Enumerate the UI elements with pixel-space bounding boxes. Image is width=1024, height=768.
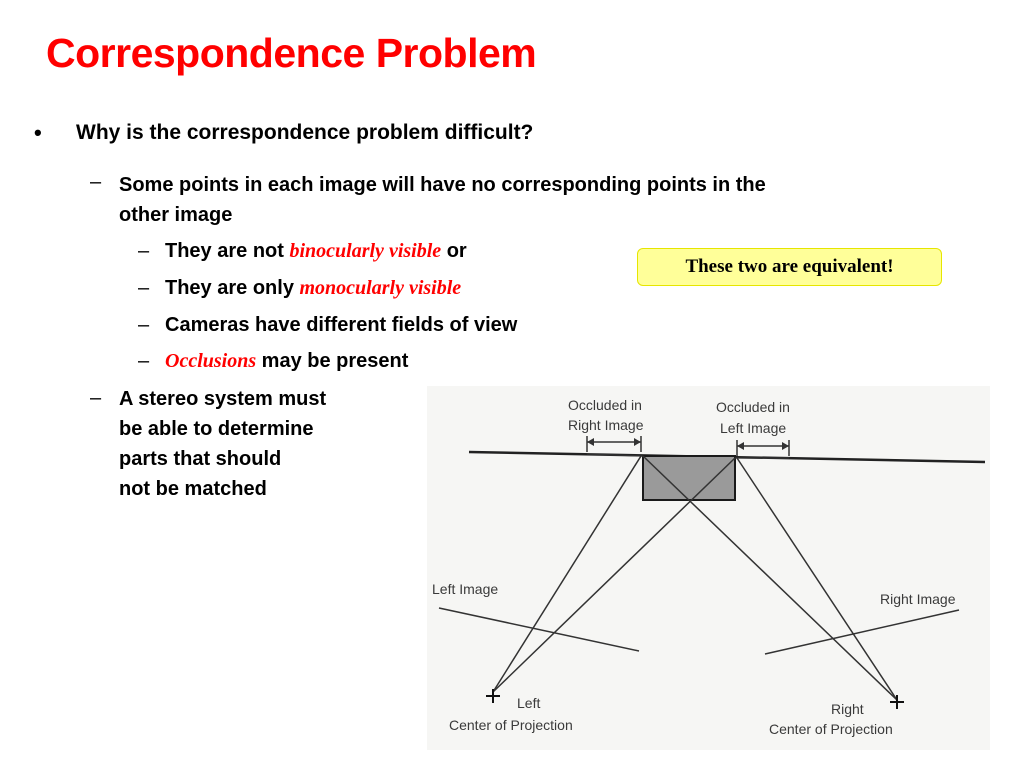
sub-bullet-stereo-system: A stereo system must be able to determin… [119,384,326,504]
sub-bullet-line-1: Some points in each image will have no c… [119,174,766,196]
item-fields-of-view: Cameras have different fields of view [165,314,518,336]
arrowhead [737,442,744,450]
sub-bullet-line-2: be able to determine [119,418,314,440]
equivalence-callout: These two are equivalent! [637,248,942,286]
label-left-image: Left Image [432,581,498,597]
item-occlusions: Occlusions may be present [165,350,408,373]
occlusion-diagram: Occluded in Right Image Occluded in Left… [427,386,990,750]
dash-marker: – [90,387,102,409]
item-text: or [441,240,467,262]
dash-marker: – [90,171,102,193]
dash-marker: – [138,240,150,262]
arrowhead [634,438,641,446]
left-ray [492,457,736,693]
label-right-cop-2: Center of Projection [769,721,893,737]
right-ray [586,453,644,457]
emphasis-occlusions: Occlusions [165,350,257,372]
right-ray [736,457,898,701]
main-bullet: Why is the correspondence problem diffic… [76,121,534,144]
sub-bullet-line-2: other image [119,204,233,226]
item-text: They are only [165,277,300,299]
label-occluded-left-1: Occluded in [716,399,790,415]
item-binocular: They are not binocularly visible or [165,240,467,263]
occlusion-diagram-svg: Occluded in Right Image Occluded in Left… [432,397,986,737]
label-occluded-left-2: Left Image [720,420,786,436]
dash-marker: – [138,277,150,299]
item-monocular: They are only monocularly visible [165,277,461,300]
label-occluded-right-1: Occluded in [568,397,642,413]
occluder-box [642,455,736,501]
item-text: They are not [165,240,290,262]
label-left-cop-1: Left [517,695,540,711]
label-right-image: Right Image [880,591,956,607]
item-text: may be present [256,350,409,372]
dash-marker: – [138,350,150,372]
label-occluded-right-2: Right Image [568,417,644,433]
slide-title: Correspondence Problem [46,30,537,76]
sub-bullet-no-correspondence: Some points in each image will have no c… [119,170,766,230]
sub-bullet-line-4: not be matched [119,478,267,500]
arrowhead [587,438,594,446]
left-image-plane [438,607,640,652]
label-right-cop-1: Right [831,701,864,717]
sub-bullet-line-3: parts that should [119,448,282,470]
dash-marker: – [138,314,150,336]
right-image-plane [764,609,960,655]
emphasis-binocularly-visible: binocularly visible [289,240,442,262]
bullet-marker: • [34,120,42,145]
emphasis-monocularly-visible: monocularly visible [299,277,462,299]
left-ray [492,455,642,693]
sub-bullet-line-1: A stereo system must [119,388,327,410]
arrowhead [782,442,789,450]
label-left-cop-2: Center of Projection [449,717,573,733]
right-ray [642,455,898,701]
